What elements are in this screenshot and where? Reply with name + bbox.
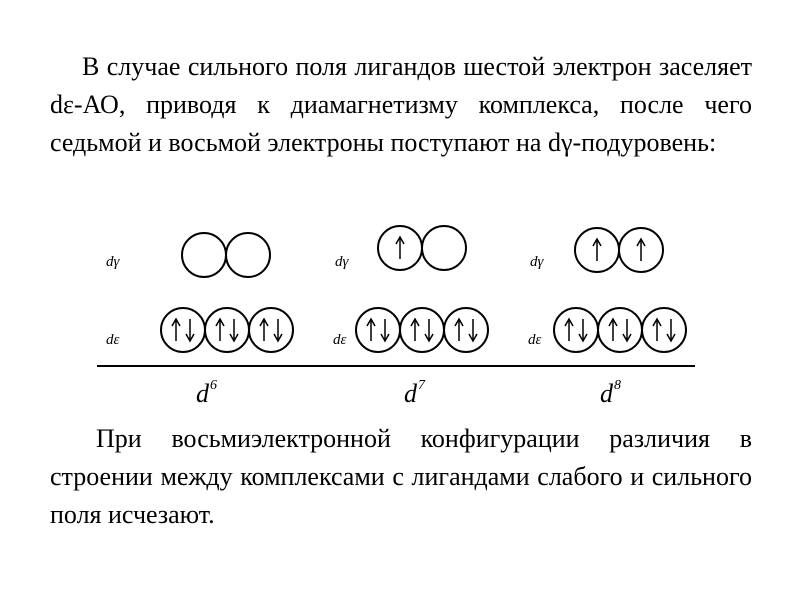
spin-down-arrow [468,319,478,343]
spin-down-arrow [666,319,676,343]
orbital-d-epsilon [399,307,445,353]
orbital-d-epsilon [553,307,599,353]
label-d-epsilon: dε [528,332,542,348]
orbital-d-gamma [225,232,271,278]
spin-up-arrow [454,317,464,341]
spin-down-arrow [424,319,434,343]
orbital-d-gamma [421,225,467,271]
orbital-d-epsilon [443,307,489,353]
config-group-d6: dγ dε d6 [106,232,294,408]
spin-up-arrow [395,235,405,259]
spin-down-arrow [622,319,632,343]
spin-up-arrow [171,317,181,341]
spin-down-arrow [578,319,588,343]
spin-up-arrow [652,317,662,341]
spin-down-arrow [273,319,283,343]
paragraph-conclusion: При восьмиэлектронной конфигурации разли… [50,424,752,529]
spin-down-arrow [229,319,239,343]
orbital-d-gamma [181,232,227,278]
spin-up-arrow [366,317,376,341]
config-group-d8: dγ dε d8 [528,227,687,408]
orbital-d-epsilon [641,307,687,353]
config-label-d7: d7 [404,378,426,408]
label-d-gamma: dγ [106,254,121,270]
spin-up-arrow [592,237,602,261]
spin-down-arrow [185,319,195,343]
orbital-d-gamma [618,227,664,273]
spin-down-arrow [380,319,390,343]
label-d-epsilon: dε [106,332,120,348]
spin-up-arrow [259,317,269,341]
spin-up-arrow [636,237,646,261]
label-d-gamma: dγ [335,254,350,270]
config-label-d8: d8 [600,378,621,408]
orbital-d-epsilon [597,307,643,353]
label-d-gamma: dγ [530,254,545,270]
paragraph-intro: В случае сильного поля лигандов шестой э… [50,52,752,157]
orbital-d-epsilon [248,307,294,353]
orbital-d-epsilon [355,307,401,353]
orbital-d-epsilon [160,307,206,353]
spin-up-arrow [410,317,420,341]
label-d-epsilon: dε [333,332,347,348]
spin-up-arrow [215,317,225,341]
config-label-d6: d6 [196,378,217,408]
orbital-d-epsilon [204,307,250,353]
config-group-d7: dγ dε d7 [333,225,489,408]
spin-up-arrow [564,317,574,341]
spin-up-arrow [608,317,618,341]
